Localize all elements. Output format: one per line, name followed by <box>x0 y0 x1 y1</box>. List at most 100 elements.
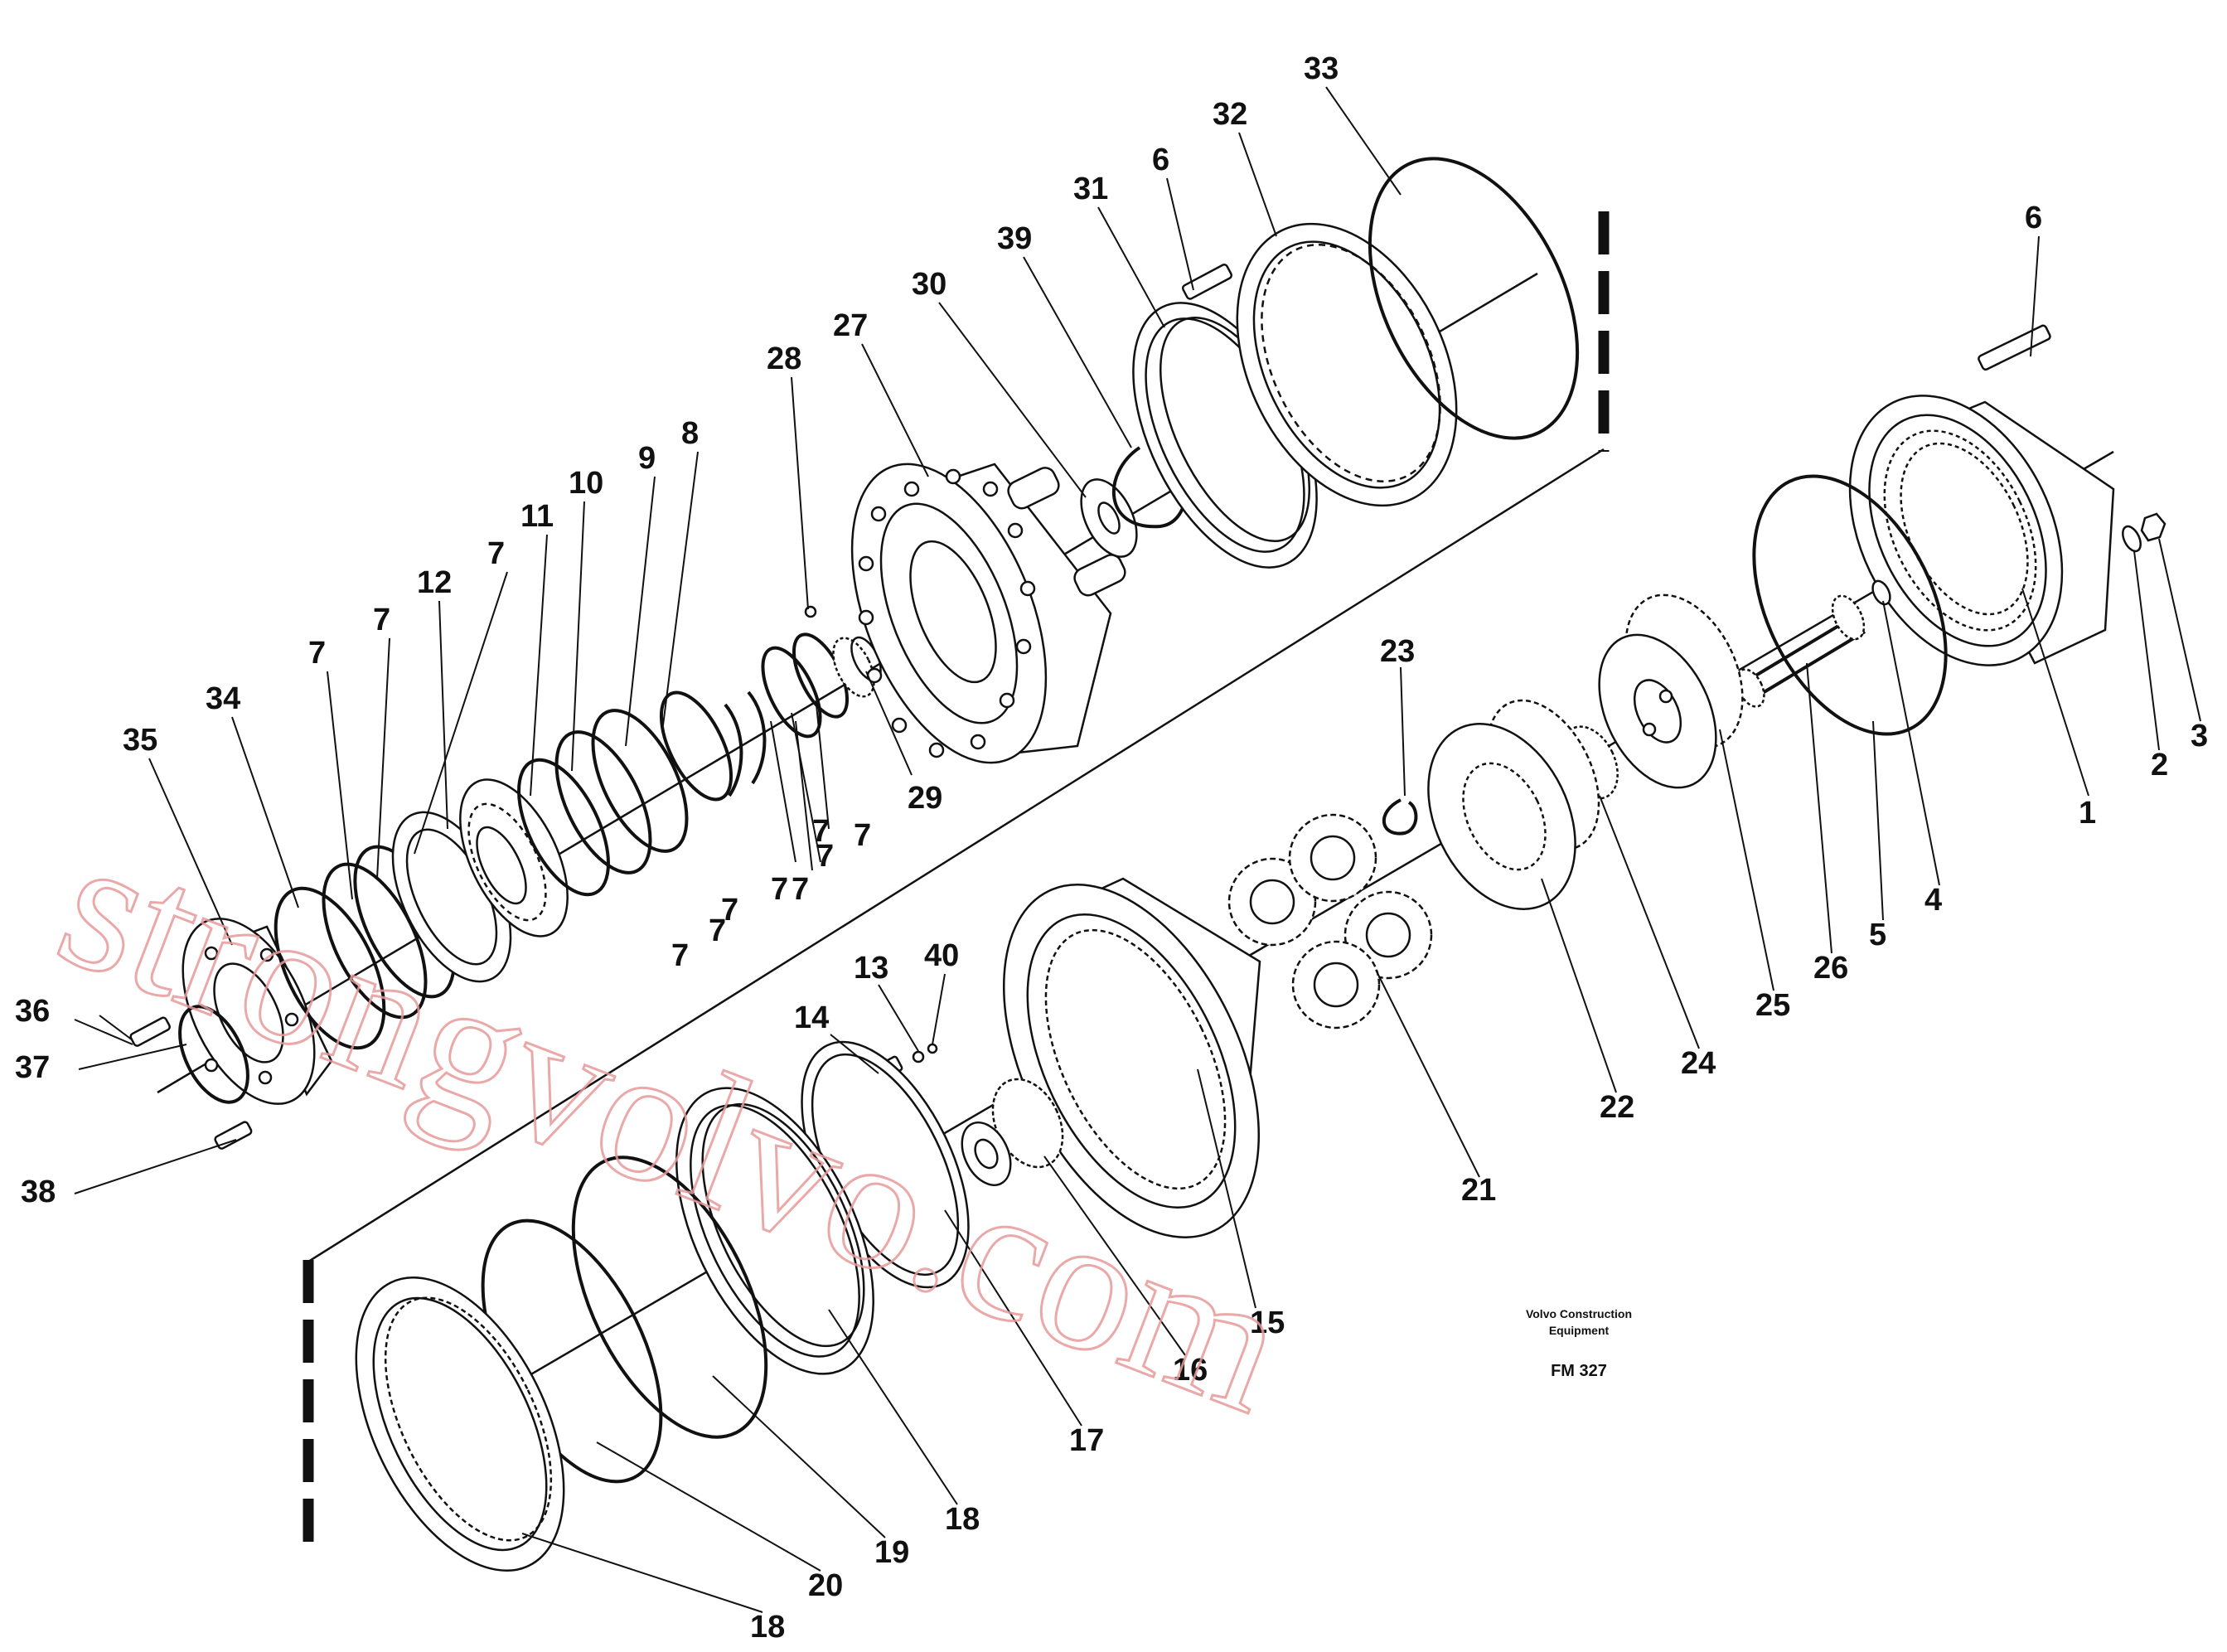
leader-line <box>816 704 830 830</box>
leader-line <box>2158 538 2201 722</box>
leader-line <box>1375 969 1480 1178</box>
leader-line <box>770 720 796 863</box>
leader-line <box>438 600 448 830</box>
leader-line <box>625 476 656 747</box>
leader-line <box>1400 666 1406 797</box>
leader-line <box>1023 256 1132 448</box>
leader-line <box>878 984 919 1052</box>
ring-gear-housing-part-1 <box>1848 395 2115 666</box>
washer-nut-parts-2-3 <box>2122 512 2166 553</box>
callout-5: 5 <box>1869 918 1886 952</box>
screw-part-36 <box>99 1015 171 1047</box>
leader-line <box>74 1019 133 1045</box>
callout-9: 9 <box>638 441 656 476</box>
leader-line <box>148 758 233 946</box>
leader-line <box>78 1044 187 1070</box>
bolt-part-6-right <box>1978 324 2051 371</box>
o-ring-part-19 <box>571 1155 768 1439</box>
callout-21: 21 <box>1461 1173 1496 1208</box>
callout-34: 34 <box>206 681 240 716</box>
leader-line <box>2133 550 2160 751</box>
leader-line <box>521 1533 763 1613</box>
callout-39: 39 <box>997 221 1032 256</box>
callout-3: 3 <box>2191 719 2208 753</box>
callout-14: 14 <box>794 1000 829 1035</box>
leader-line <box>1238 132 1277 237</box>
callout-25: 25 <box>1755 988 1790 1023</box>
callout-7-j: 7 <box>671 938 689 973</box>
leader-line <box>1097 206 1165 328</box>
callout-35: 35 <box>123 723 157 758</box>
callout-29: 29 <box>908 781 942 816</box>
credit-line-1: Volvo Construction <box>1526 1307 1632 1320</box>
leader-line <box>938 302 1087 498</box>
planet-carrier-part-25 <box>1598 593 1744 789</box>
callout-26: 26 <box>1813 951 1848 986</box>
callout-7-b: 7 <box>373 603 390 637</box>
callout-23: 23 <box>1380 634 1415 669</box>
callout-7-h: 7 <box>721 893 738 928</box>
bearing-part-18-lower <box>355 1276 565 1572</box>
callout-24: 24 <box>1681 1046 1716 1081</box>
leader-line <box>1325 86 1402 196</box>
callout-7-i: 7 <box>792 872 809 907</box>
callout-18-upper: 18 <box>945 1502 980 1537</box>
callout-19: 19 <box>874 1535 909 1570</box>
figure-code: FM 327 <box>1551 1362 1607 1380</box>
callout-7-f: 7 <box>816 839 834 874</box>
callout-12: 12 <box>417 565 452 600</box>
callout-38: 38 <box>21 1175 56 1209</box>
callout-10: 10 <box>569 466 603 501</box>
bearing-housing-part-32 <box>1236 222 1458 507</box>
leader-line <box>530 534 548 797</box>
leader-line <box>1043 1155 1186 1356</box>
washer-part-4 <box>1871 579 1891 606</box>
sun-shaft-part-26 <box>1736 594 1866 708</box>
leader-line <box>1166 177 1194 291</box>
leader-line <box>571 501 585 772</box>
leader-line <box>830 1034 879 1074</box>
leader-line <box>2021 588 2089 797</box>
leader-lines <box>74 86 2201 1613</box>
snap-ring-part-23 <box>1382 798 1418 836</box>
leader-line <box>414 571 508 855</box>
callout-11: 11 <box>520 499 554 534</box>
callout-7-d: 7 <box>812 814 830 849</box>
rings-part-10-9-8 <box>517 709 689 897</box>
callout-4: 4 <box>1924 883 1942 918</box>
leader-line <box>865 671 913 776</box>
callout-7-g: 7 <box>771 872 788 907</box>
leader-line <box>1599 795 1700 1049</box>
leader-line <box>662 451 699 726</box>
leader-line <box>712 1375 886 1538</box>
callout-18-lower: 18 <box>750 1610 785 1645</box>
callout-37: 37 <box>15 1050 50 1085</box>
callout-7-c: 7 <box>308 636 326 671</box>
pin-part-28 <box>804 605 817 618</box>
leader-line <box>1719 729 1774 991</box>
callout-labels: 33 32 6 31 39 30 27 28 6 10 11 9 8 12 7 … <box>15 51 2208 1645</box>
leader-line <box>376 637 390 879</box>
callout-28: 28 <box>767 342 801 376</box>
leader-line <box>932 973 946 1045</box>
leader-line <box>2030 235 2040 357</box>
leader-line <box>327 671 353 900</box>
planet-carrier-part-22 <box>1427 699 1600 910</box>
callout-7-e: 7 <box>854 818 871 853</box>
callout-17: 17 <box>1069 1423 1104 1458</box>
leader-line <box>596 1441 821 1572</box>
screw-part-38 <box>214 1121 253 1150</box>
ring-gear-part-15 <box>1002 877 1261 1238</box>
thrust-washer-part-30 <box>1080 478 1138 558</box>
callout-36: 36 <box>15 994 50 1029</box>
callout-2: 2 <box>2151 748 2168 782</box>
section-frame <box>303 211 1610 1542</box>
seal-carrier-part-18-upper <box>675 1087 874 1375</box>
callout-6: 6 <box>1152 143 1169 177</box>
callout-13: 13 <box>854 951 888 986</box>
leader-line <box>944 1209 1082 1427</box>
credit-line-2: Equipment <box>1549 1324 1610 1337</box>
bolt-part-6-upper <box>1181 264 1233 300</box>
